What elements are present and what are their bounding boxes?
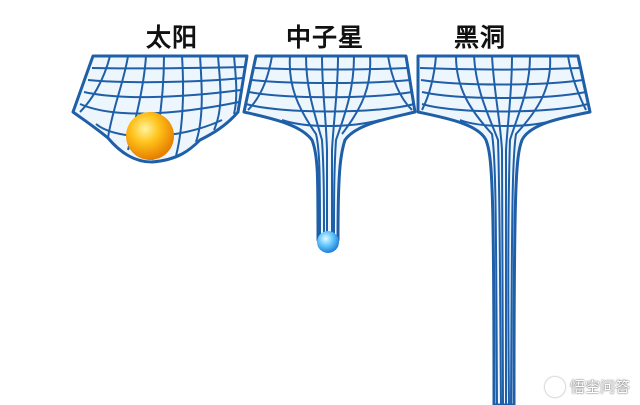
watermark-text: 悟空问答 <box>569 378 630 396</box>
sun-panel <box>71 54 249 164</box>
black-hole-panel <box>416 54 592 405</box>
neutron-star-panel <box>242 54 417 253</box>
sun-grid-lines <box>79 55 246 161</box>
neutron-star-label: 中子星 <box>286 23 365 52</box>
black-hole-grid-lines <box>419 55 589 405</box>
black-hole-spacetime-sheet <box>416 54 592 405</box>
sun-sphere <box>126 112 174 160</box>
watermark: 悟空问答 <box>544 376 630 397</box>
black-hole-label: 黑洞 <box>454 23 507 52</box>
sun-label: 太阳 <box>146 23 199 52</box>
chat-bubble-icon <box>544 376 565 397</box>
neutron-star-grid-lines <box>245 55 415 239</box>
neutron-star-sphere <box>317 231 339 253</box>
